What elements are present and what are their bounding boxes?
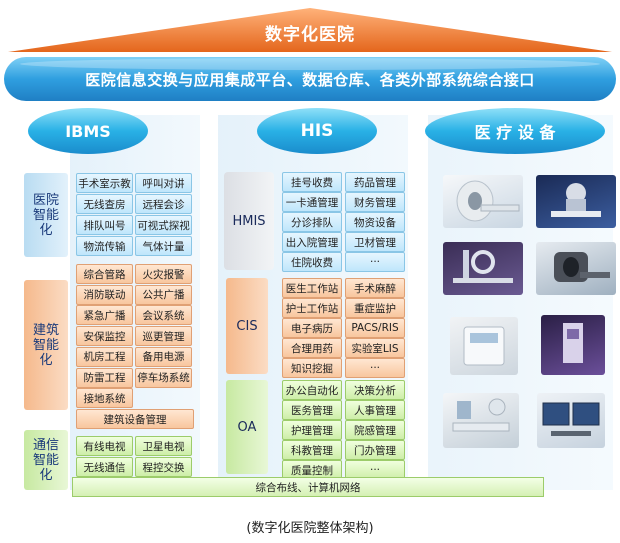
radiotherapy-icon — [551, 183, 601, 217]
pillar-ibms: IBMS — [65, 121, 111, 141]
grid-cell: 住院收费 — [282, 252, 342, 272]
equipment-image-angiography — [443, 242, 523, 295]
grid-cell: ··· — [345, 358, 405, 378]
grid-cell: 分诊排队 — [282, 212, 342, 232]
lab-device-icon — [563, 323, 583, 363]
grid-cell: 财务管理 — [345, 192, 405, 212]
group-label-text: 通信智能化 — [32, 437, 59, 483]
network-cabling-bar: 综合布线、计算机网络 — [72, 477, 544, 497]
grid-cell: ··· — [345, 252, 405, 272]
grid-cell: 程控交换 — [135, 457, 192, 477]
group-label-oa: OA — [237, 419, 257, 435]
diagram-title: 数字化医院 — [265, 25, 355, 45]
grid-cell: 手术室示教 — [76, 173, 133, 193]
grid-cell: 医务管理 — [282, 400, 342, 420]
grid-cell: 消防联动 — [76, 284, 133, 305]
grid-cell: 无线通信 — [76, 457, 133, 477]
group-label-cis: CIS — [236, 318, 258, 334]
grid-cell: 门办管理 — [345, 440, 405, 460]
analyzer-icon — [463, 326, 505, 366]
grid-cell: 药品管理 — [345, 172, 405, 192]
equipment-image-workstation — [537, 393, 605, 448]
grid-cell: 人事管理 — [345, 400, 405, 420]
pillar-medical-equipment: 医 疗 设 备 — [474, 123, 556, 142]
grid-cell: 卫星电视 — [135, 436, 192, 456]
equipment-image-mri — [536, 242, 616, 295]
grid-cell: 无线查房 — [76, 194, 133, 214]
equipment-image-ct-scanner — [443, 175, 523, 228]
equipment-image-analyzer — [450, 317, 518, 375]
grid-cell: 防雷工程 — [76, 367, 133, 388]
grid-cell: 医生工作站 — [282, 278, 342, 298]
grid-cell: 备用电源 — [135, 346, 192, 367]
integration-platform-bar: 医院信息交换与应用集成平台、数据仓库、各类外部系统综合接口 — [0, 57, 620, 101]
grid-cell: 气体计量 — [135, 236, 192, 256]
grid-cell: 院感管理 — [345, 420, 405, 440]
grid-cell: 紧急广播 — [76, 305, 133, 326]
group-label-text: 医院智能化 — [32, 192, 59, 238]
grid-cell: 物流传输 — [76, 236, 133, 256]
grid-cell: 办公自动化 — [282, 380, 342, 400]
grid-cell: 物资设备 — [345, 212, 405, 232]
grid-cell: 排队叫号 — [76, 215, 133, 235]
grid-cell: 知识挖掘 — [282, 358, 342, 378]
grid-cell: 综合管路 — [76, 264, 133, 284]
grid-cell: 有线电视 — [76, 436, 133, 456]
grid-cell: 会议系统 — [135, 305, 192, 326]
operating-room-icon — [452, 398, 510, 432]
grid-cell: 公共广播 — [135, 284, 192, 305]
grid-cell: 重症监护 — [345, 298, 405, 318]
grid-cell: 电子病历 — [282, 318, 342, 338]
figure-caption: (数字化医院整体架构) — [246, 521, 374, 536]
grid-cell: 安保监控 — [76, 326, 133, 347]
grid-cell: 科教管理 — [282, 440, 342, 460]
cell-building-equipment-management: 建筑设备管理 — [76, 409, 194, 429]
equipment-image-operating-room — [443, 393, 519, 448]
grid-cell: 护理管理 — [282, 420, 342, 440]
group-label-hmis: HMIS — [232, 213, 266, 229]
grid-cell: 巡更管理 — [135, 326, 192, 347]
grid-cell: 机房工程 — [76, 346, 133, 367]
grid-cell: 实验室LIS — [345, 338, 405, 358]
grid-cell: 远程会诊 — [135, 194, 192, 214]
grid-cell: 一卡通管理 — [282, 192, 342, 212]
pillar-his: HIS — [300, 121, 334, 141]
grid-cell: 火灾报警 — [135, 264, 192, 284]
grid-cell: 合理用药 — [282, 338, 342, 358]
grid-cell: 质量控制 — [282, 460, 342, 480]
grid-cell: 决策分析 — [345, 380, 405, 400]
mri-icon — [554, 252, 610, 282]
group-label-communication-intelligence: 通信智能化 — [24, 430, 68, 490]
grid-cell: PACS/RIS — [345, 318, 405, 338]
angiography-icon — [453, 250, 513, 283]
grid-cell: 接地系统 — [76, 388, 133, 409]
equipment-image-lab-device — [541, 315, 605, 375]
grid-cell: 卫材管理 — [345, 232, 405, 252]
grid-cell: 可视式探视 — [135, 215, 192, 235]
platform-label: 医院信息交换与应用集成平台、数据仓库、各类外部系统综合接口 — [85, 70, 535, 89]
grid-cell: 出入院管理 — [282, 232, 342, 252]
grid-cell: 呼叫对讲 — [135, 173, 192, 193]
group-label-text: 建筑智能化 — [32, 322, 59, 368]
ct-scanner-icon — [456, 180, 520, 222]
grid-cell: 手术麻醉 — [345, 278, 405, 298]
group-label-building-intelligence: 建筑智能化 — [24, 280, 68, 410]
grid-cell: 护士工作站 — [282, 298, 342, 318]
equipment-image-radiotherapy — [536, 175, 616, 228]
grid-cell: 停车场系统 — [135, 367, 192, 388]
grid-cell: 挂号收费 — [282, 172, 342, 192]
group-label-hospital-intelligence: 医院智能化 — [24, 173, 68, 257]
workstation-monitor-icon — [542, 402, 600, 436]
